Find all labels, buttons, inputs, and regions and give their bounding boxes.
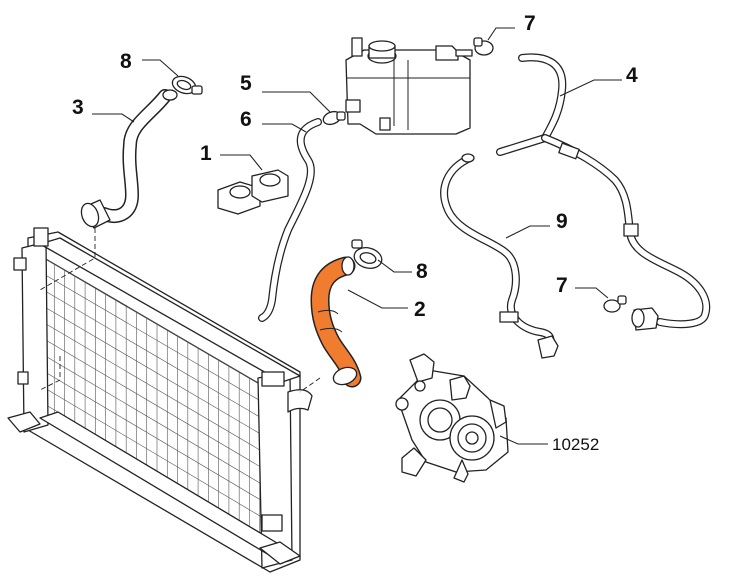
clamp-8-lower [351,239,383,269]
leader-lines [92,27,622,445]
callout-10252: 10252 [552,435,599,454]
callout-9: 9 [556,210,568,233]
radiator-tube [43,371,271,506]
turbocharger [395,353,509,483]
hose-2-highlighted [310,256,362,388]
radiator-tube [43,322,271,457]
clamp-8-upper [171,75,203,95]
radiator-tube [43,387,271,523]
radiator-tube [43,290,271,424]
clamp-5 [322,110,346,126]
hose-9 [440,153,559,359]
callout-4: 4 [626,64,638,87]
callout-1: 1 [200,142,212,165]
callout-6: 6 [240,108,252,131]
hose-4 [496,53,711,331]
callout-5: 5 [240,72,252,95]
radiator-tube [43,306,271,440]
clip-1 [217,169,289,215]
radiator [7,227,313,573]
radiator-tube [43,273,271,407]
alignment-lines [39,228,321,393]
expansion-tank [345,37,473,135]
radiator-tube [43,257,271,391]
callout-8-lower: 8 [416,260,428,283]
callout-labels: 8 3 1 5 6 7 4 9 7 8 2 10252 [72,12,638,454]
clamp-7-upper [473,37,494,56]
callout-7-lower: 7 [556,274,568,297]
hose-3 [80,89,178,229]
callout-8-upper: 8 [120,50,132,73]
clamp-7-lower [603,295,627,313]
radiator-tube [43,354,271,490]
callout-2: 2 [414,298,426,321]
radiator-tube [43,338,271,473]
callout-3: 3 [72,96,84,119]
callout-7-upper: 7 [524,12,536,35]
hose-6 [258,118,322,322]
